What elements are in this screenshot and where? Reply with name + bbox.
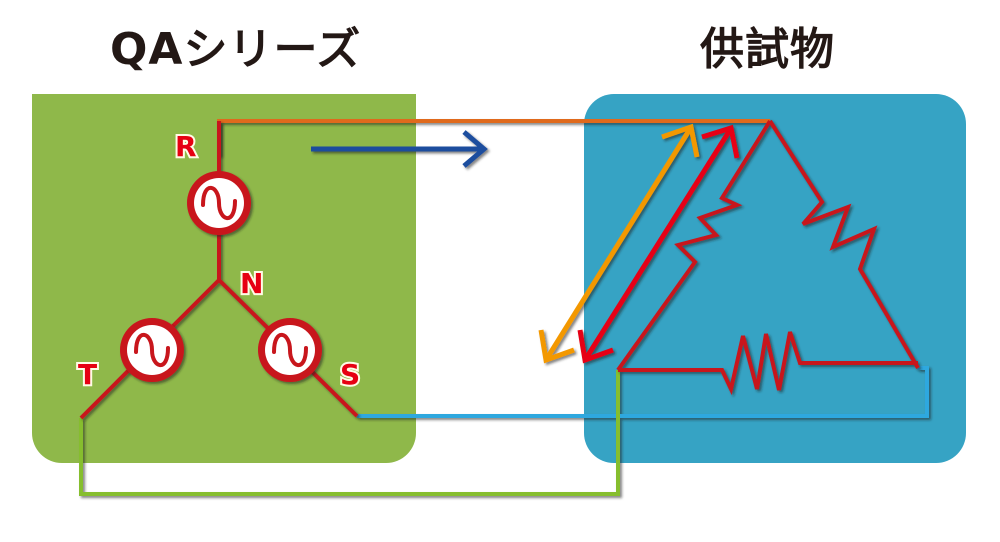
- ac-source-icon: [272, 332, 308, 368]
- wire-T: [79, 370, 620, 496]
- resistor-left: [616, 119, 772, 372]
- ac-source-icon: [134, 332, 170, 368]
- bidirectional-arrow-orange: [538, 123, 700, 364]
- neutral-label: N: [240, 267, 263, 300]
- ac-source-icon: [201, 185, 237, 221]
- ac-source-R: [187, 171, 251, 235]
- resistor-right: [768, 119, 920, 370]
- phase-label-S: S: [340, 358, 360, 391]
- phase-label-T: T: [78, 358, 97, 391]
- ac-source-T: [120, 318, 184, 382]
- load-panel: [584, 94, 966, 463]
- resistor-bottom: [618, 331, 918, 396]
- ac-source-S: [258, 318, 322, 382]
- phase-label-R: R: [175, 130, 197, 163]
- wire-S: [357, 366, 929, 418]
- flow-arrow: [311, 130, 488, 168]
- load-title: 供試物: [700, 24, 835, 75]
- bidirectional-arrow-red: [577, 124, 740, 364]
- source-title: QAシリーズ: [110, 24, 362, 75]
